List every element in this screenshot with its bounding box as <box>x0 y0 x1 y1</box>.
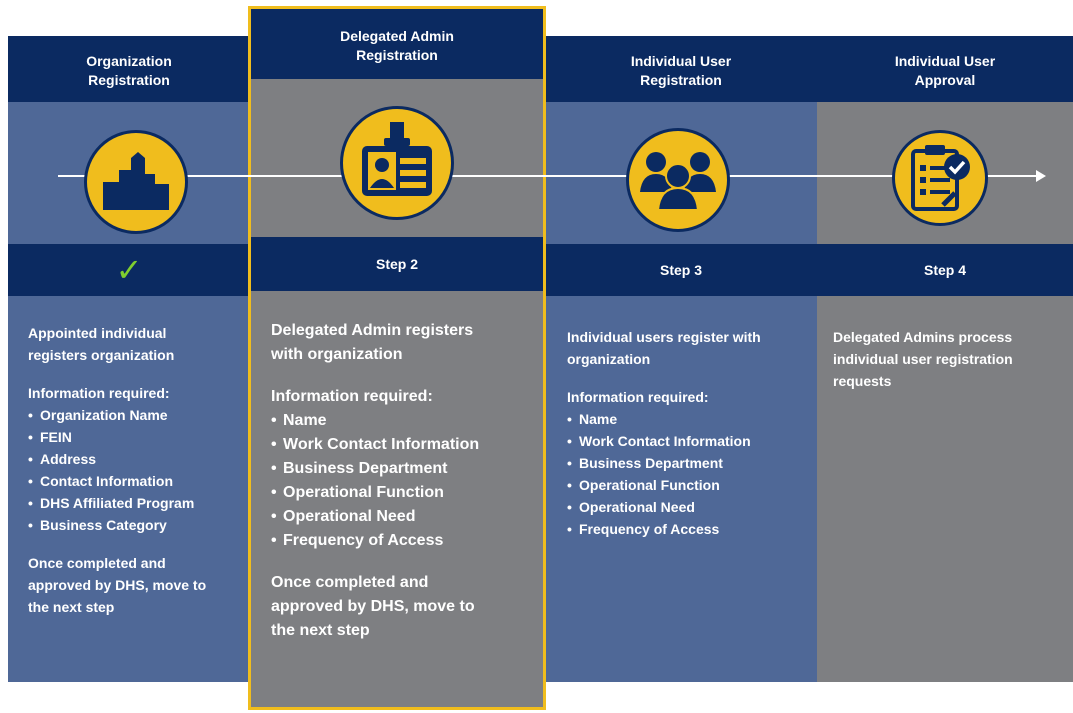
step-column-1: Organization Registration ✓ Appointed in… <box>8 36 250 682</box>
step-3-label: Step 3 <box>659 262 702 278</box>
step-2-icon-circle <box>340 106 454 220</box>
step-1-body: Appointed individual registers organizat… <box>8 296 250 682</box>
step-2-label-band: Step 2 <box>251 237 543 291</box>
step-4-header: Individual User Approval <box>817 36 1073 102</box>
requirement-item: Frequency of Access <box>567 518 817 540</box>
step-2-header: Delegated Admin Registration <box>251 9 543 79</box>
completed-check-icon: ✓ <box>115 252 143 288</box>
step-1-icon-circle <box>84 130 188 234</box>
step-4-intro: Delegated Admins process individual user… <box>833 329 1013 389</box>
timeline-arrow-icon <box>1036 170 1046 182</box>
step-1-status-band: ✓ <box>8 244 250 296</box>
requirement-item: Business Department <box>567 452 817 474</box>
step-3-header: Individual User Registration <box>545 36 817 102</box>
requirement-item: FEIN <box>28 426 250 448</box>
requirement-item: Name <box>271 409 543 433</box>
step-1-header: Organization Registration <box>8 36 250 102</box>
requirement-item: Work Contact Information <box>271 433 543 457</box>
step-3-intro: Individual users register with organizat… <box>567 329 761 367</box>
requirement-item: DHS Affiliated Program <box>28 492 250 514</box>
step-1-closing: Once completed and approved by DHS, move… <box>28 555 207 615</box>
id-badge-icon <box>362 122 432 196</box>
requirement-item: Name <box>567 408 817 430</box>
requirement-item: Operational Need <box>567 496 817 518</box>
requirement-item: Work Contact Information <box>567 430 817 452</box>
step-4-label: Step 4 <box>923 262 966 278</box>
requirement-item: Operational Need <box>271 505 543 529</box>
requirement-item: Business Category <box>28 514 250 536</box>
step-2-requirements: Name Work Contact Information Business D… <box>271 409 543 553</box>
step-2-info-label: Information required: <box>271 388 433 405</box>
timeline-line <box>58 175 1038 177</box>
step-4-icon-circle <box>892 130 988 226</box>
step-3-label-band: Step 3 <box>545 244 817 296</box>
step-2-closing: Once completed and approved by DHS, move… <box>271 574 475 639</box>
users-group-icon <box>640 152 716 211</box>
step-2-intro: Delegated Admin registers with organizat… <box>271 322 474 363</box>
step-3-icon-circle <box>626 128 730 232</box>
requirement-item: Operational Function <box>567 474 817 496</box>
step-4-body: Delegated Admins process individual user… <box>817 296 1073 682</box>
step-2-body: Delegated Admin registers with organizat… <box>251 291 543 707</box>
requirement-item: Address <box>28 448 250 470</box>
requirement-item: Business Department <box>271 457 543 481</box>
building-icon <box>103 152 169 210</box>
step-2-label: Step 2 <box>375 256 418 272</box>
step-3-info-label: Information required: <box>567 389 709 405</box>
requirement-item: Operational Function <box>271 481 543 505</box>
step-3-body: Individual users register with organizat… <box>545 296 817 682</box>
requirement-item: Contact Information <box>28 470 250 492</box>
step-3-requirements: Name Work Contact Information Business D… <box>567 408 817 540</box>
requirement-item: Organization Name <box>28 404 250 426</box>
step-4-label-band: Step 4 <box>817 244 1073 296</box>
step-1-requirements: Organization Name FEIN Address Contact I… <box>28 404 250 536</box>
step-1-intro: Appointed individual registers organizat… <box>28 325 175 363</box>
checklist-approval-icon <box>911 145 970 211</box>
step-1-info-label: Information required: <box>28 385 170 401</box>
requirement-item: Frequency of Access <box>271 529 543 553</box>
